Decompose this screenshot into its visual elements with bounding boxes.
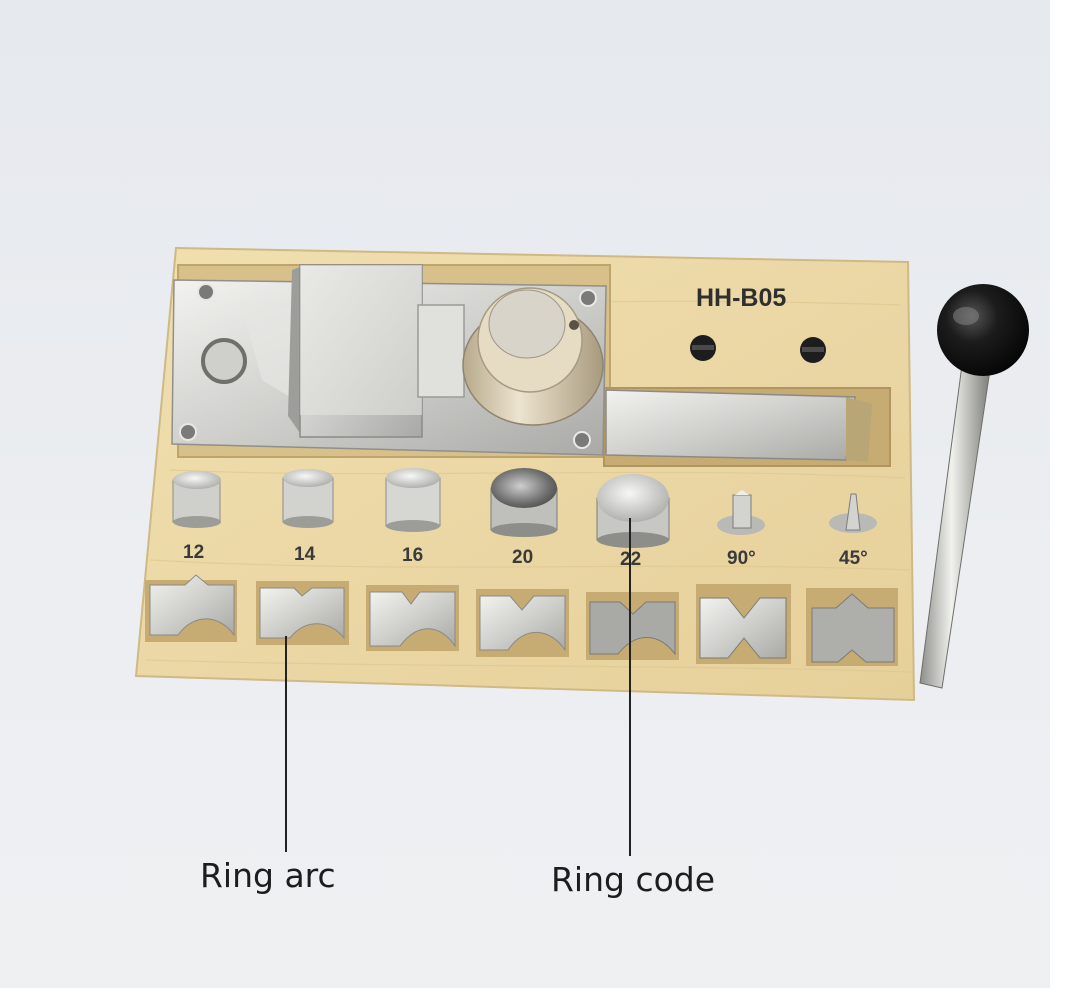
- product-photo: HH-B05: [0, 0, 1050, 988]
- punch-label-16: 16: [402, 545, 423, 566]
- mount-screw-left: [690, 335, 716, 361]
- model-label: HH-B05: [696, 284, 786, 312]
- die-block-1: [145, 574, 237, 642]
- ring-bender-illustration: HH-B05: [134, 246, 1029, 856]
- sliding-block-side: [288, 266, 302, 436]
- punch-12: [172, 471, 221, 528]
- die-block-3: [366, 585, 459, 651]
- die-block-2: [256, 581, 349, 645]
- die-block-4: [476, 589, 569, 657]
- die-block-5: [586, 592, 679, 660]
- die-block-7: [806, 588, 898, 666]
- punch-22: [596, 474, 670, 548]
- knob-highlight: [953, 307, 979, 325]
- punch-14: [282, 469, 334, 528]
- punch-label-12: 12: [183, 542, 204, 563]
- lever-knob: [937, 284, 1029, 376]
- punch-label-45: 45°: [839, 548, 868, 569]
- callout-ring-code: Ring code: [551, 860, 716, 899]
- die-top: [488, 289, 566, 359]
- punch-20: [490, 468, 558, 537]
- die-pin-hole: [569, 320, 579, 330]
- sliding-block-face: [300, 265, 422, 415]
- callout-ring-arc: Ring arc: [200, 856, 336, 895]
- punch-90: [717, 490, 765, 535]
- plate-bevel: [240, 300, 300, 400]
- connector-block: [417, 304, 465, 398]
- punch-16: [385, 468, 441, 532]
- punch-label-20: 20: [512, 547, 533, 568]
- lever-rod: [919, 364, 991, 689]
- punch-label-90: 90°: [727, 548, 756, 569]
- die-block-6: [696, 584, 791, 664]
- punch-label-14: 14: [294, 544, 316, 565]
- punch-45: [829, 493, 877, 533]
- plate-screw-holes: [179, 283, 597, 449]
- press-bar-end: [846, 397, 872, 462]
- press-bar: [605, 389, 856, 461]
- plate-large-hole: [201, 338, 247, 384]
- mount-screw-right: [800, 337, 826, 363]
